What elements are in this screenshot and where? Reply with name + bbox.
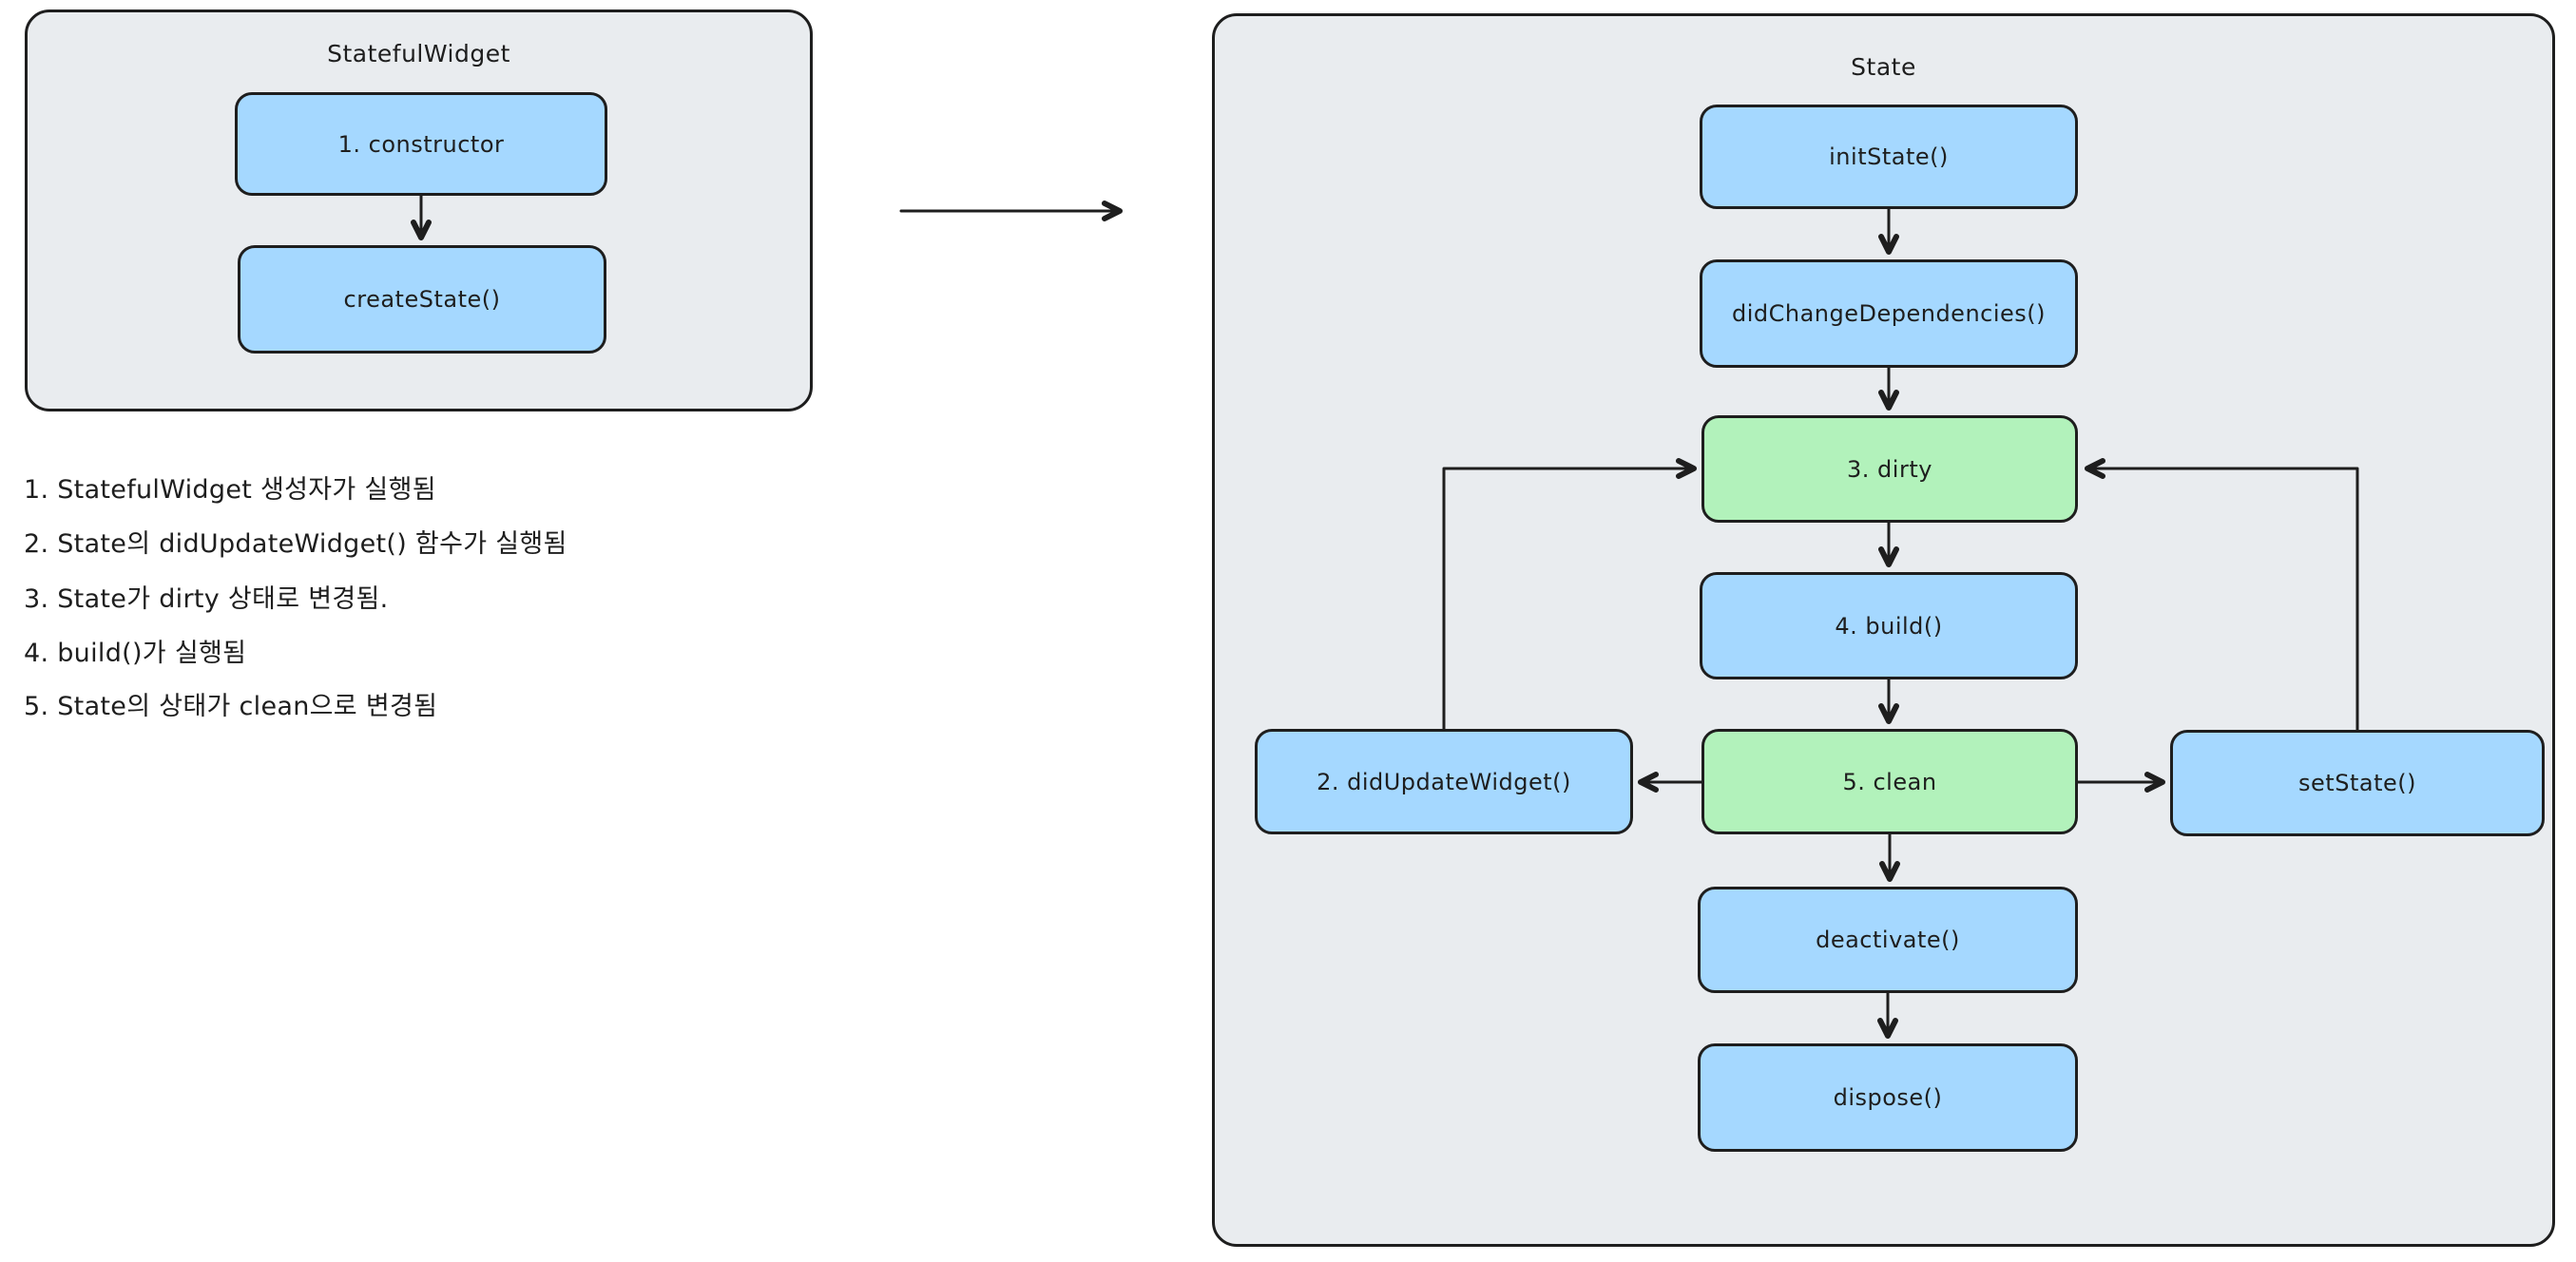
node-set-state: setState() [2170,730,2545,836]
node-init-state: initState() [1700,105,2078,209]
state-title: State [1851,53,1916,81]
note-item-3: 3. State가 dirty 상태로 변경됨. [24,584,389,614]
node-did-change-dependencies: didChangeDependencies() [1700,259,2078,368]
node-constructor: 1. constructor [235,92,607,196]
statefulwidget-title: StatefulWidget [327,40,510,67]
node-dirty: 3. dirty [1701,415,2078,523]
node-dispose: dispose() [1698,1043,2078,1152]
note-item-5: 5. State의 상태가 clean으로 변경됨 [24,692,438,721]
node-clean: 5. clean [1701,729,2078,834]
node-create-state: createState() [238,245,606,354]
node-build: 4. build() [1700,572,2078,679]
node-deactivate: deactivate() [1698,887,2078,993]
node-did-update-widget: 2. didUpdateWidget() [1255,729,1633,834]
note-item-4: 4. build()가 실행됨 [24,639,247,668]
note-item-1: 1. StatefulWidget 생성자가 실행됨 [24,475,436,505]
note-item-2: 2. State의 didUpdateWidget() 함수가 실행됨 [24,529,567,559]
